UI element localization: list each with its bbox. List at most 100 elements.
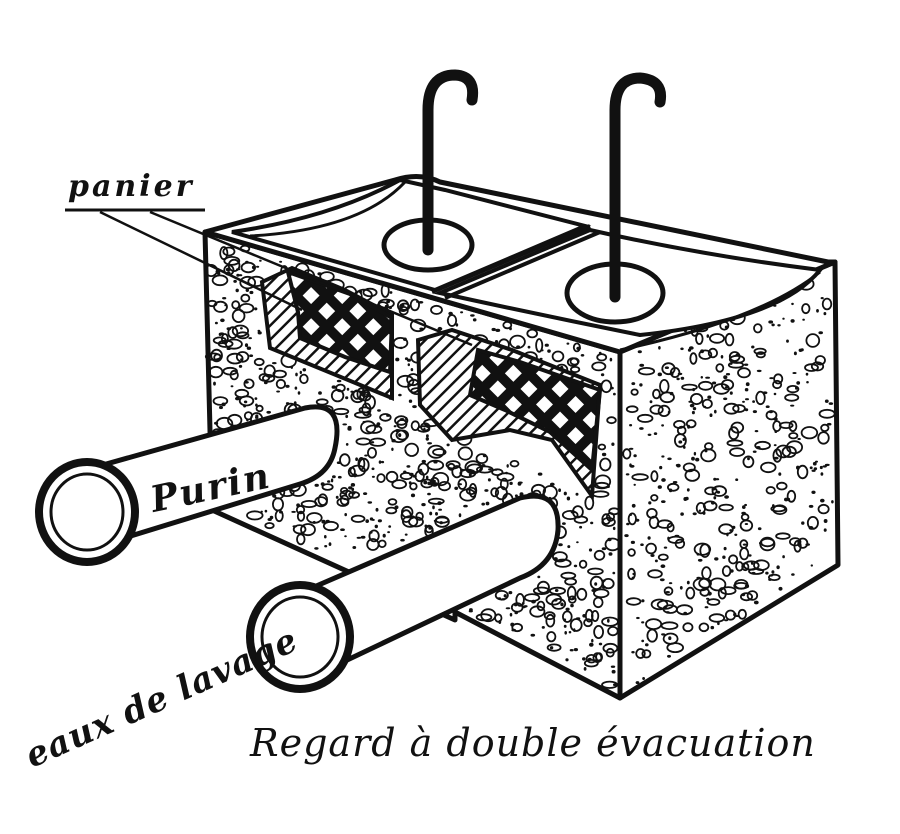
aggregate-stone: [629, 513, 632, 517]
aggregate-stone: [256, 265, 260, 268]
aggregate-stone: [669, 366, 681, 378]
aggregate-stone: [514, 494, 518, 498]
aggregate-stone: [816, 309, 819, 313]
aggregate-stone: [328, 542, 332, 546]
aggregate-stone: [744, 523, 749, 525]
aggregate-stone: [759, 541, 763, 545]
aggregate-stone: [231, 324, 249, 338]
aggregate-stone: [790, 404, 795, 407]
aggregate-stone: [362, 287, 378, 298]
aggregate-stone: [822, 465, 827, 468]
aggregate-stone: [407, 363, 410, 367]
aggregate-stone: [685, 496, 689, 501]
aggregate-stone: [594, 582, 598, 586]
aggregate-stone: [382, 533, 386, 538]
aggregate-stone: [591, 638, 594, 643]
aggregate-stone: [770, 505, 786, 513]
aggregate-stone: [775, 444, 792, 459]
aggregate-stone: [661, 633, 666, 636]
aggregate-stone: [726, 439, 744, 447]
aggregate-stone: [580, 354, 585, 357]
aggregate-stone: [663, 586, 674, 596]
aggregate-stone: [246, 510, 264, 521]
aggregate-stone: [490, 487, 500, 498]
aggregate-stone: [279, 510, 283, 514]
aggregate-stone: [613, 683, 617, 686]
aggregate-stone: [729, 391, 733, 395]
aggregate-stone: [426, 434, 429, 438]
aggregate-stone: [446, 443, 450, 447]
aggregate-stone: [591, 589, 596, 592]
aggregate-stone: [673, 419, 686, 429]
aggregate-stone: [588, 548, 593, 552]
aggregate-stone: [659, 465, 663, 470]
aggregate-stone: [773, 373, 784, 385]
aggregate-stone: [576, 587, 588, 601]
aggregate-stone: [641, 649, 652, 659]
aggregate-stone: [425, 475, 429, 480]
aggregate-stone: [396, 374, 415, 388]
aggregate-stone: [255, 403, 258, 407]
aggregate-stone: [222, 246, 236, 257]
aggregate-stone: [224, 304, 227, 307]
aggregate-stone: [685, 419, 697, 429]
aggregate-stone: [537, 575, 541, 579]
aggregate-stone: [813, 467, 818, 471]
aggregate-stone: [658, 346, 661, 350]
aggregate-stone: [208, 365, 224, 379]
aggregate-stone: [374, 524, 378, 529]
aggregate-stone: [505, 607, 511, 610]
aggregate-stone: [630, 388, 639, 396]
aggregate-stone: [425, 437, 429, 441]
aggregate-stone: [601, 517, 616, 528]
aggregate-stone: [659, 378, 670, 394]
aggregate-stone: [796, 381, 801, 385]
aggregate-stone: [566, 585, 577, 601]
aggregate-stone: [702, 500, 718, 512]
aggregate-stone: [464, 460, 482, 475]
aggregate-stone: [752, 450, 757, 453]
aggregate-stone: [687, 348, 692, 352]
aggregate-stone: [778, 472, 782, 476]
aggregate-stone: [811, 469, 816, 472]
aggregate-stone: [693, 451, 697, 456]
aggregate-stone: [514, 611, 518, 615]
aggregate-stone: [335, 495, 339, 499]
aggregate-stone: [423, 427, 426, 432]
aggregate-stone: [596, 353, 608, 362]
aggregate-stone: [335, 383, 346, 393]
aggregate-stone: [685, 586, 696, 600]
aggregate-stone: [312, 520, 316, 524]
aggregate-stone: [302, 368, 307, 372]
aggregate-stone: [446, 314, 458, 327]
aggregate-stone: [285, 384, 290, 388]
aggregate-stone: [244, 343, 249, 348]
aggregate-stone: [589, 642, 594, 647]
aggregate-stone: [435, 512, 438, 516]
aggregate-stone: [725, 373, 731, 376]
aggregate-stone: [806, 381, 809, 384]
aggregate-stone: [639, 427, 644, 430]
aggregate-stone: [601, 680, 619, 689]
aggregate-stone: [563, 491, 567, 496]
aggregate-stone: [769, 377, 774, 380]
aggregate-stone: [753, 323, 763, 334]
aggregate-stone: [697, 380, 714, 391]
aggregate-stone: [236, 273, 240, 277]
aggregate-stone: [347, 426, 352, 431]
aggregate-stone: [705, 376, 710, 379]
aggregate-stone: [243, 400, 248, 404]
aggregate-stone: [345, 396, 349, 400]
aggregate-stone: [707, 347, 719, 359]
aggregate-stone: [573, 515, 589, 524]
aggregate-stone: [475, 465, 494, 474]
aggregate-stone: [765, 486, 776, 495]
aggregate-stone: [249, 290, 254, 295]
aggregate-stone: [718, 503, 734, 512]
aggregate-stone: [746, 590, 759, 601]
aggregate-stone: [760, 461, 777, 474]
aggregate-stone: [365, 519, 370, 523]
aggregate-stone: [811, 490, 816, 494]
aggregate-stone: [583, 618, 593, 628]
aggregate-stone: [782, 555, 785, 559]
